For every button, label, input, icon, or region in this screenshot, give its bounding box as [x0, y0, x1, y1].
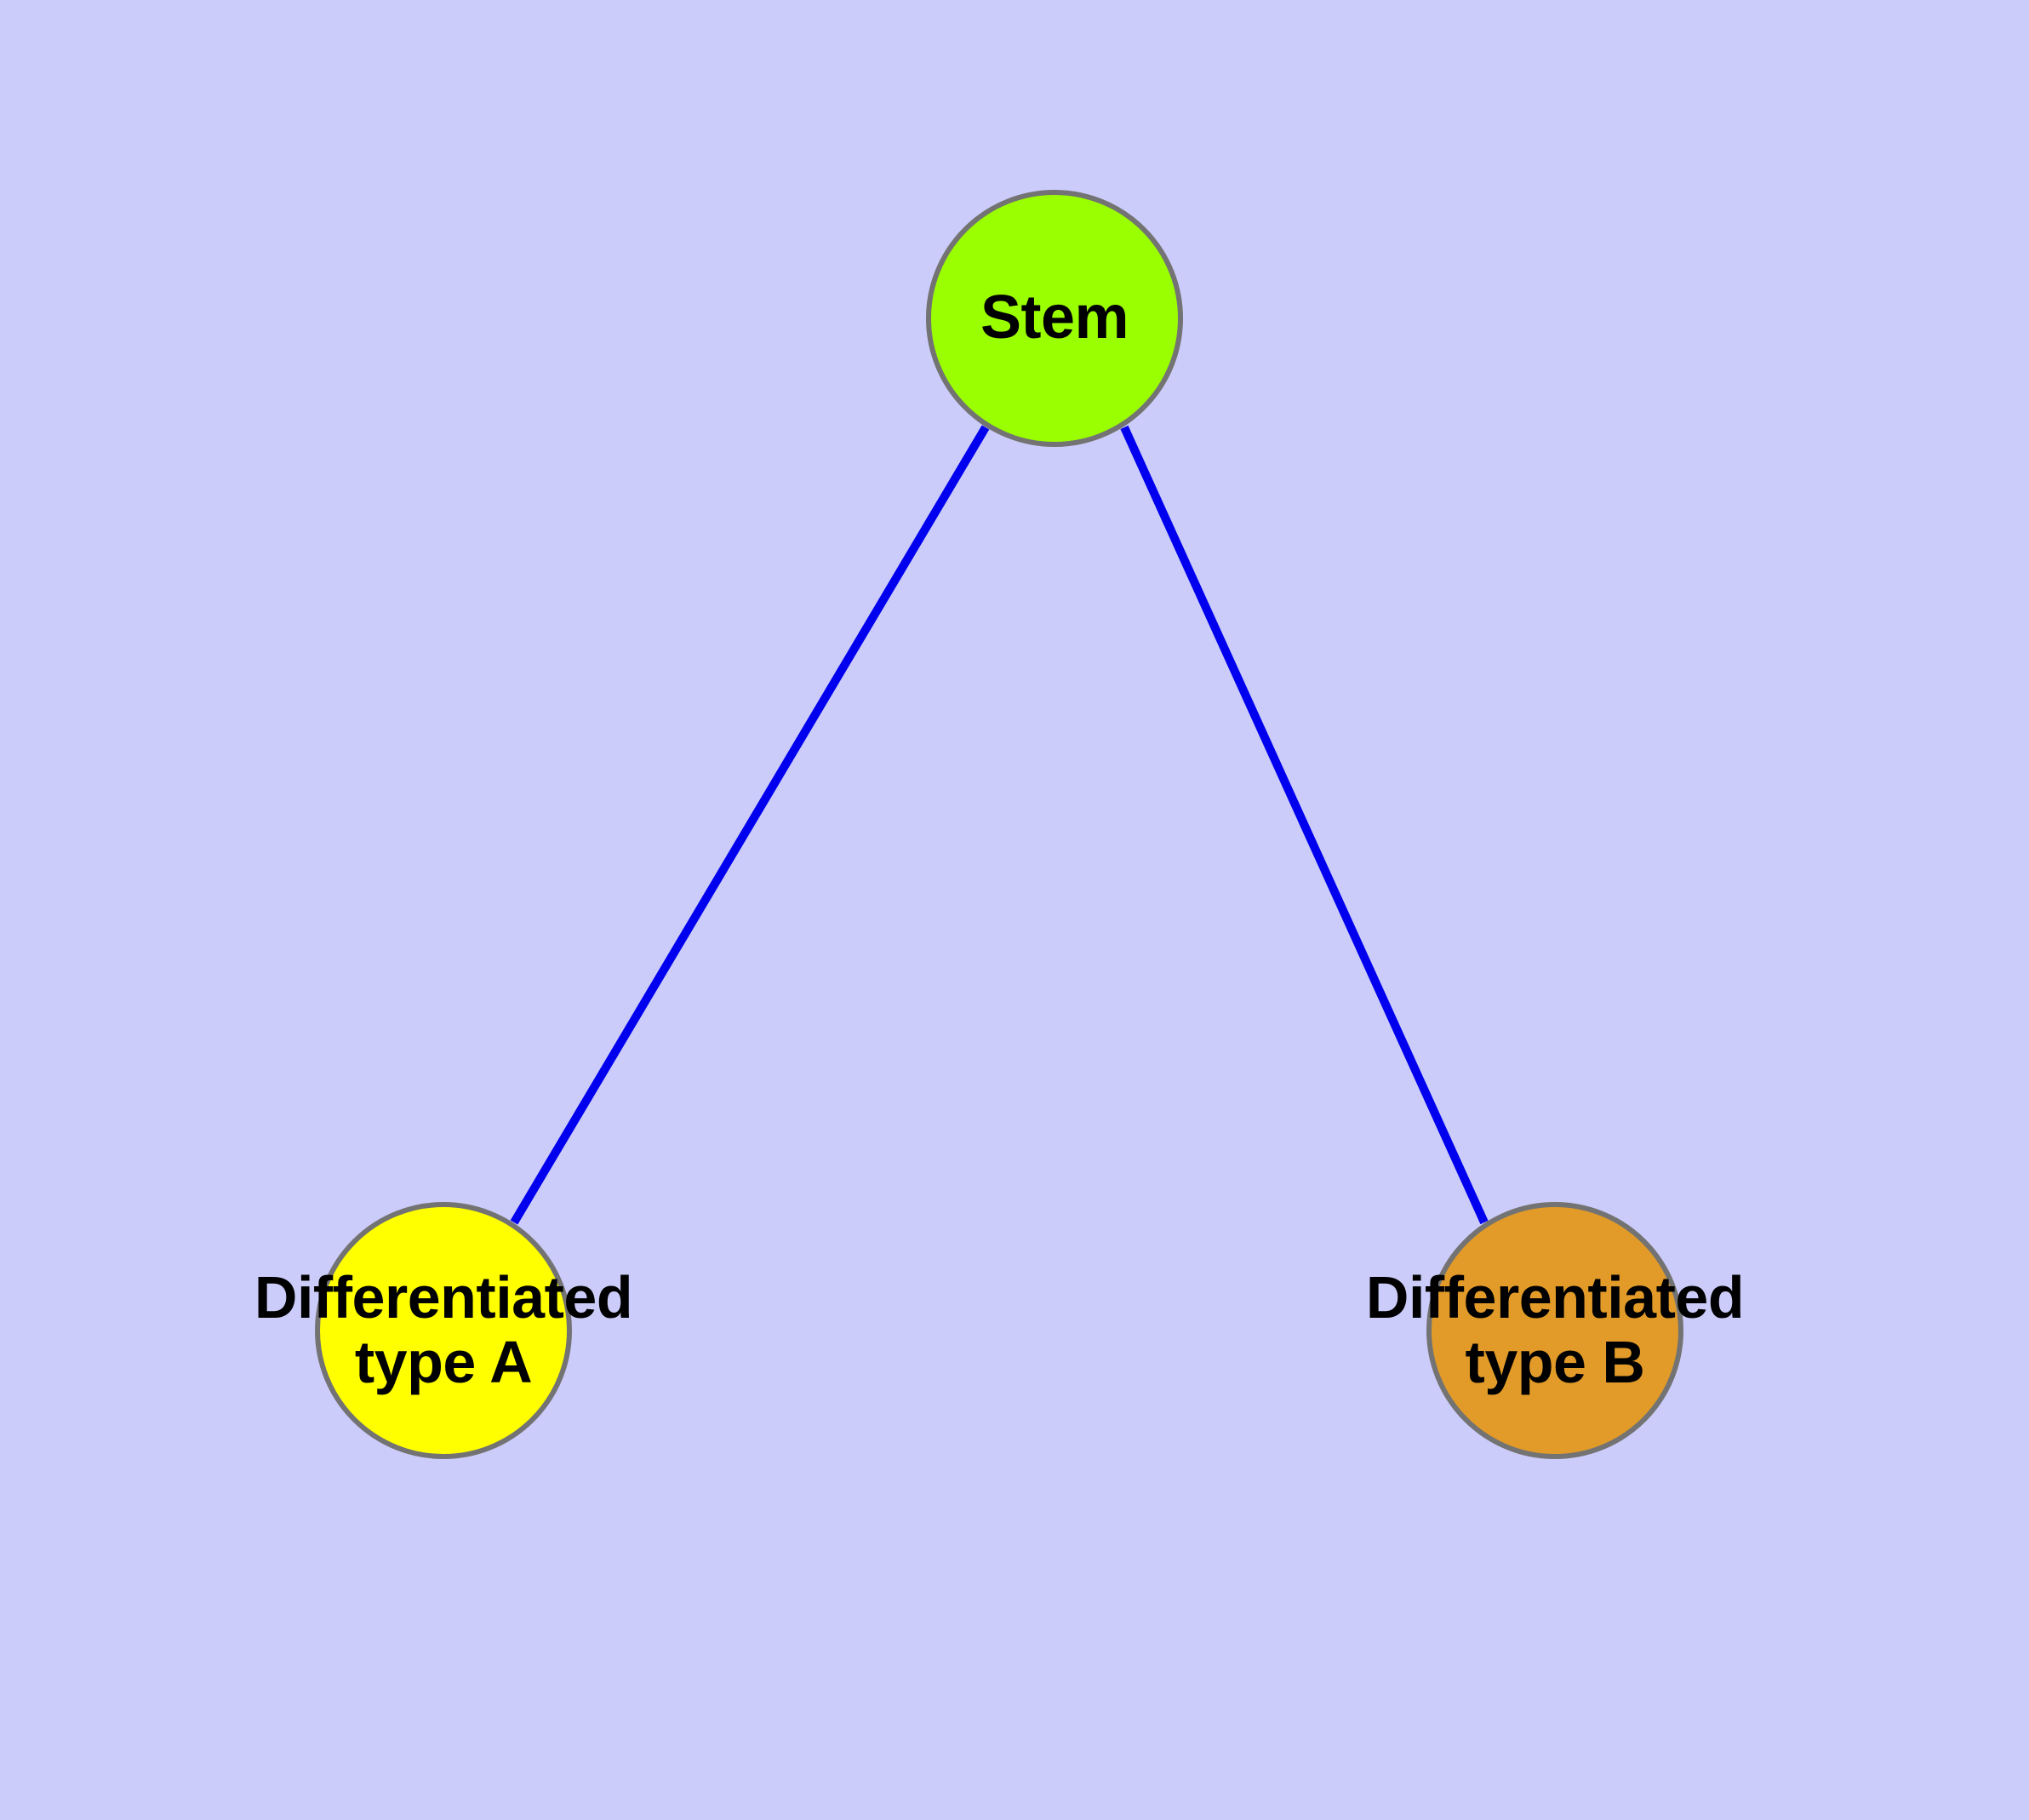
- graph-node-stem[interactable]: [926, 190, 1183, 447]
- graph-edge-stem-to-type-b[interactable]: [1120, 425, 1489, 1225]
- graph-edge-stem-to-type-a[interactable]: [510, 425, 990, 1225]
- graph-node-differentiated-type-b[interactable]: [1426, 1202, 1683, 1459]
- graph-node-differentiated-type-a[interactable]: [315, 1202, 572, 1459]
